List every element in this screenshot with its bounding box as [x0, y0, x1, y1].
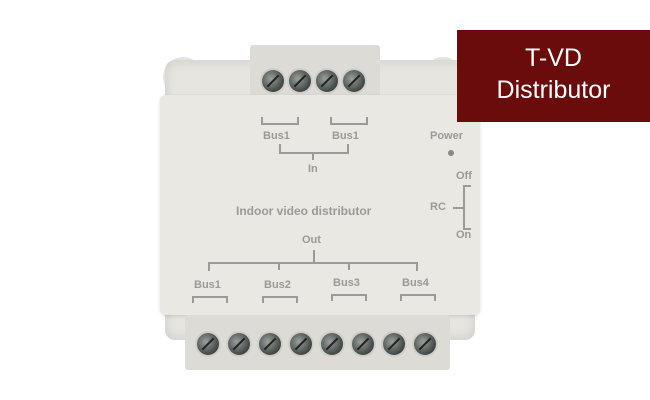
bracket: [331, 294, 367, 301]
out-port-label: Bus3: [333, 277, 360, 289]
terminal-screw: [259, 333, 281, 355]
bottom-terminal-block: [185, 315, 450, 370]
terminal-screw: [262, 70, 284, 92]
badge-line-1: T-VD: [525, 44, 582, 72]
bracket: [400, 294, 436, 301]
device-face: [160, 95, 480, 315]
power-led: [448, 150, 454, 156]
out-port-label: Bus1: [194, 279, 221, 291]
rc-off-label: Off: [456, 170, 472, 182]
connector-line: [312, 154, 314, 160]
device-title: Indoor video distributor: [236, 204, 372, 218]
bracket: [261, 117, 299, 125]
bracket: [192, 296, 228, 303]
terminal-screw: [316, 70, 338, 92]
terminal-screw: [321, 333, 343, 355]
badge-line-2: Distributor: [496, 76, 611, 104]
connector-line: [278, 262, 280, 270]
terminal-screw: [343, 70, 365, 92]
rc-on-label: On: [456, 229, 472, 241]
in-port-label: Bus1: [332, 130, 359, 142]
bracket: [208, 262, 418, 271]
bracket: [262, 296, 298, 303]
product-name-badge: T-VD Distributor: [457, 30, 650, 122]
rc-label: RC: [430, 201, 446, 213]
connector-line: [313, 250, 315, 262]
connector-line: [453, 207, 463, 209]
rc-switch-bracket[interactable]: [463, 185, 471, 230]
out-port-label: Bus4: [402, 277, 429, 289]
terminal-screw: [414, 333, 436, 355]
out-port-label: Bus2: [264, 279, 291, 291]
terminal-screw: [383, 333, 405, 355]
in-port-label: Bus1: [263, 130, 290, 142]
power-label: Power: [430, 130, 464, 142]
connector-line: [348, 262, 350, 270]
out-label: Out: [302, 234, 321, 246]
bracket: [330, 117, 368, 125]
terminal-screw: [197, 333, 219, 355]
in-label: In: [308, 163, 318, 175]
terminal-screw: [289, 70, 311, 92]
terminal-screw: [228, 333, 250, 355]
terminal-screw: [290, 333, 312, 355]
terminal-screw: [352, 333, 374, 355]
bracket: [279, 144, 349, 154]
